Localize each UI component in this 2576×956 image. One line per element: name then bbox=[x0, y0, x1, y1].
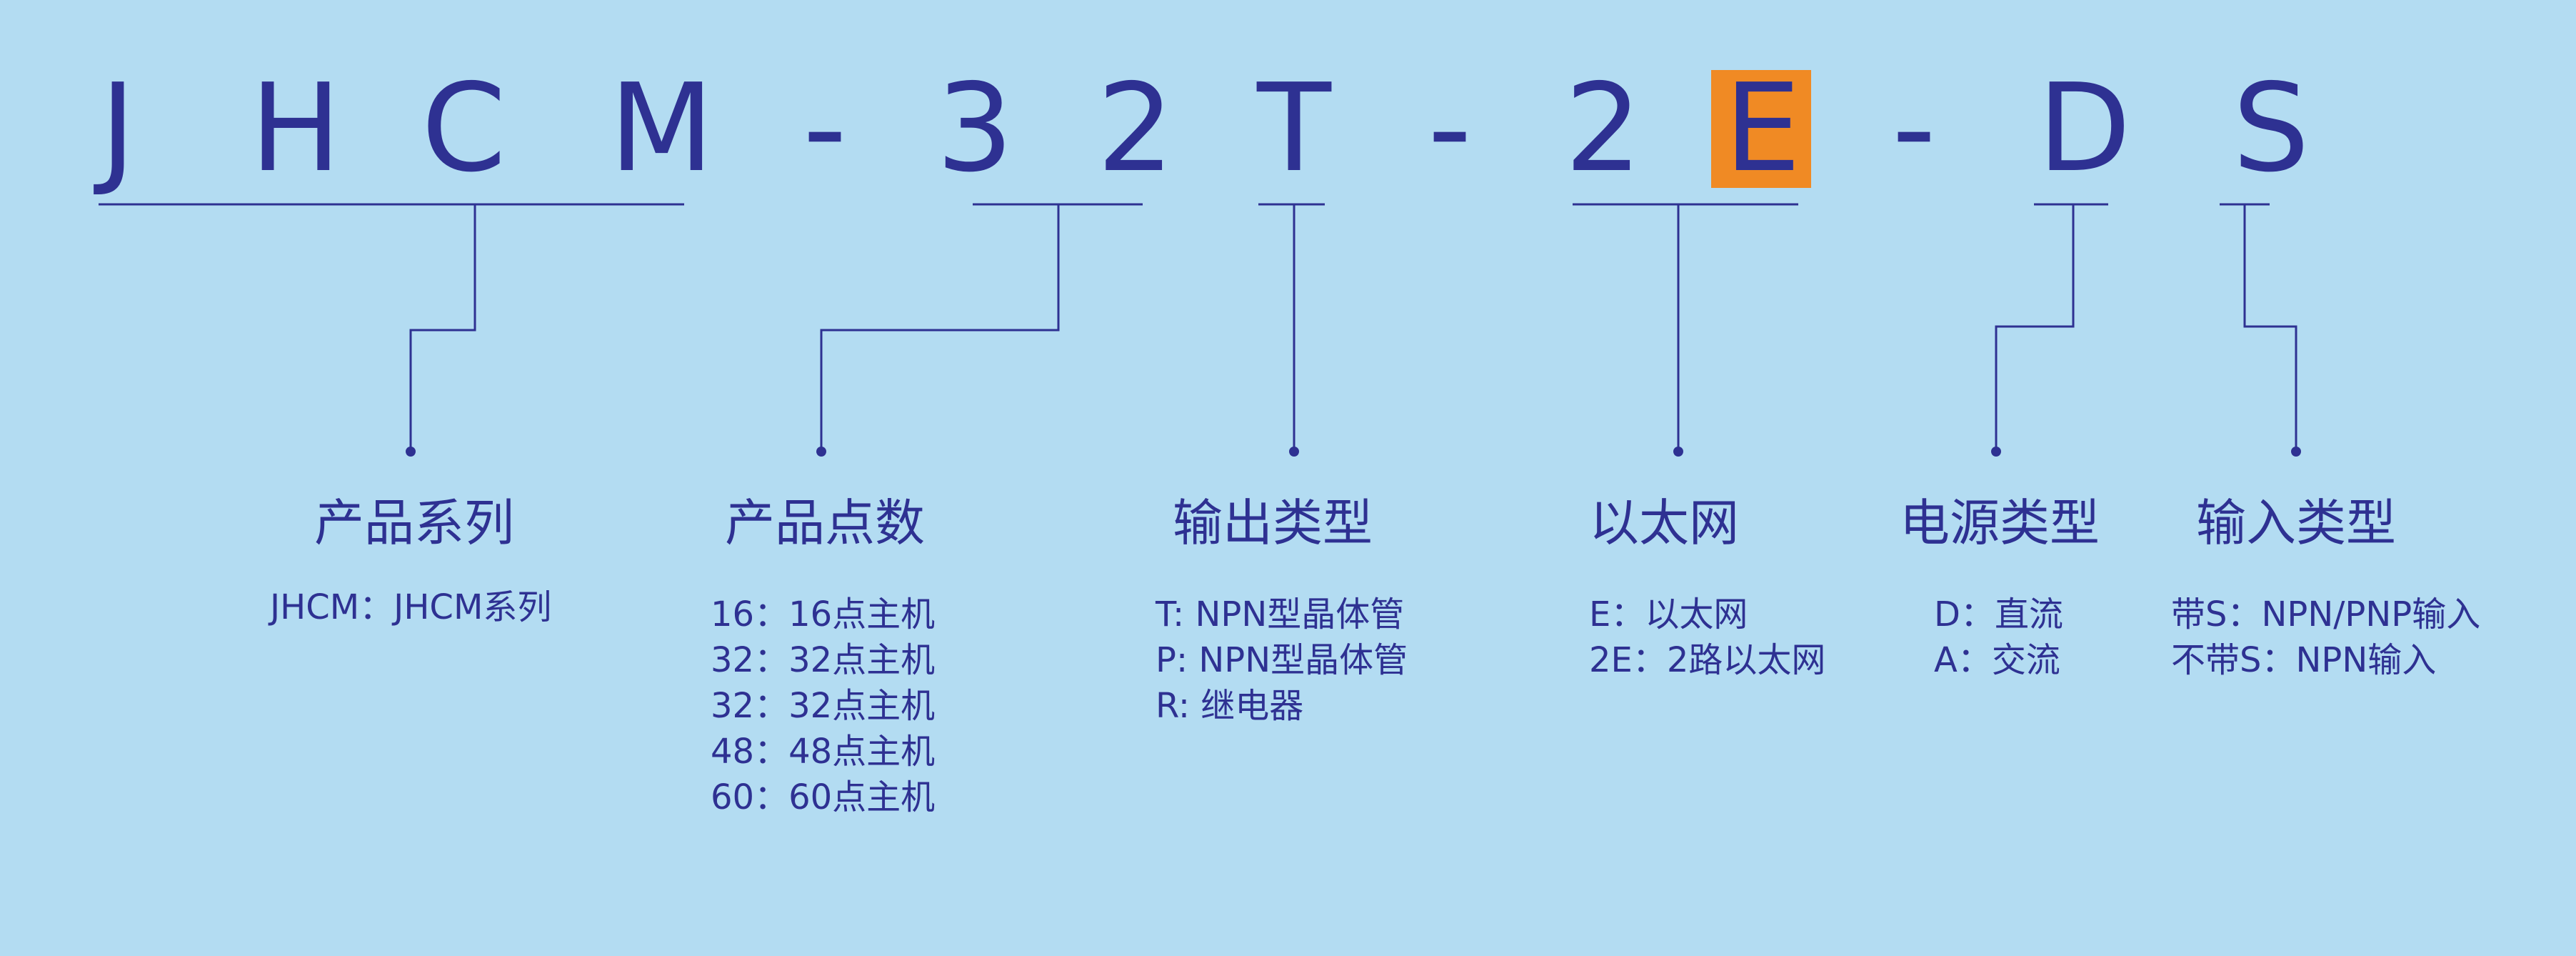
category-item-points-2: 32：32点主机 bbox=[711, 640, 936, 680]
category-item-ethernet-1: E：以太网 bbox=[1589, 594, 1748, 634]
category-title-ethernet: 以太网 bbox=[1589, 494, 1739, 552]
category-item-ethernet-2: 2E：2路以太网 bbox=[1589, 640, 1826, 680]
dot-output bbox=[1289, 447, 1299, 457]
code-char-h: H bbox=[250, 58, 341, 199]
category-item-power-2: A：交流 bbox=[1934, 640, 2060, 680]
category-item-points-5: 60：60点主机 bbox=[711, 777, 936, 817]
category-item-points-3: 32：32点主机 bbox=[711, 686, 936, 726]
category-item-output-2: P: NPN型晶体管 bbox=[1156, 640, 1408, 680]
code-char-dash-1: - bbox=[803, 58, 847, 199]
dot-input bbox=[2291, 447, 2301, 457]
category-item-output-3: R: 继电器 bbox=[1156, 686, 1304, 726]
code-char-dash-2: - bbox=[1428, 58, 1472, 199]
category-item-input-1: 带S：NPN/PNP输入 bbox=[2171, 594, 2481, 634]
code-char-2: 2 bbox=[1096, 58, 1175, 199]
connector-points bbox=[820, 204, 1060, 452]
category-title-output: 输出类型 bbox=[1173, 494, 1373, 552]
dot-points bbox=[816, 447, 826, 457]
highlight-box bbox=[1711, 70, 1811, 188]
code-char-2b: 2 bbox=[1564, 58, 1643, 199]
code-char-t: T bbox=[1257, 58, 1331, 199]
category-item-points-1: 16：16点主机 bbox=[711, 594, 936, 634]
connector-input bbox=[2243, 204, 2297, 452]
category-title-power: 电源类型 bbox=[1900, 494, 2100, 552]
code-char-j: J bbox=[99, 58, 136, 199]
connector-series bbox=[409, 204, 476, 452]
category-title-points: 产品点数 bbox=[725, 494, 925, 552]
category-title-series: 产品系列 bbox=[314, 494, 514, 552]
category-item-points-4: 48：48点主机 bbox=[711, 732, 936, 772]
code-char-3: 3 bbox=[936, 58, 1014, 199]
category-item-output-1: T: NPN型晶体管 bbox=[1156, 594, 1405, 634]
dot-series bbox=[406, 447, 416, 457]
code-char-c: C bbox=[421, 58, 506, 199]
dot-power bbox=[1991, 447, 2001, 457]
category-item-series-1: JHCM：JHCM系列 bbox=[270, 587, 552, 627]
code-char-e: E bbox=[1724, 58, 1801, 199]
category-item-input-2: 不带S：NPN输入 bbox=[2171, 640, 2437, 680]
dot-ethernet bbox=[1673, 447, 1683, 457]
category-item-power-1: D：直流 bbox=[1934, 594, 2063, 634]
code-char-d: D bbox=[2038, 58, 2131, 199]
category-title-input: 输入类型 bbox=[2196, 494, 2396, 552]
connector-power bbox=[1995, 204, 2075, 452]
code-char-dash-3: - bbox=[1892, 58, 1936, 199]
code-char-s: S bbox=[2232, 58, 2310, 199]
